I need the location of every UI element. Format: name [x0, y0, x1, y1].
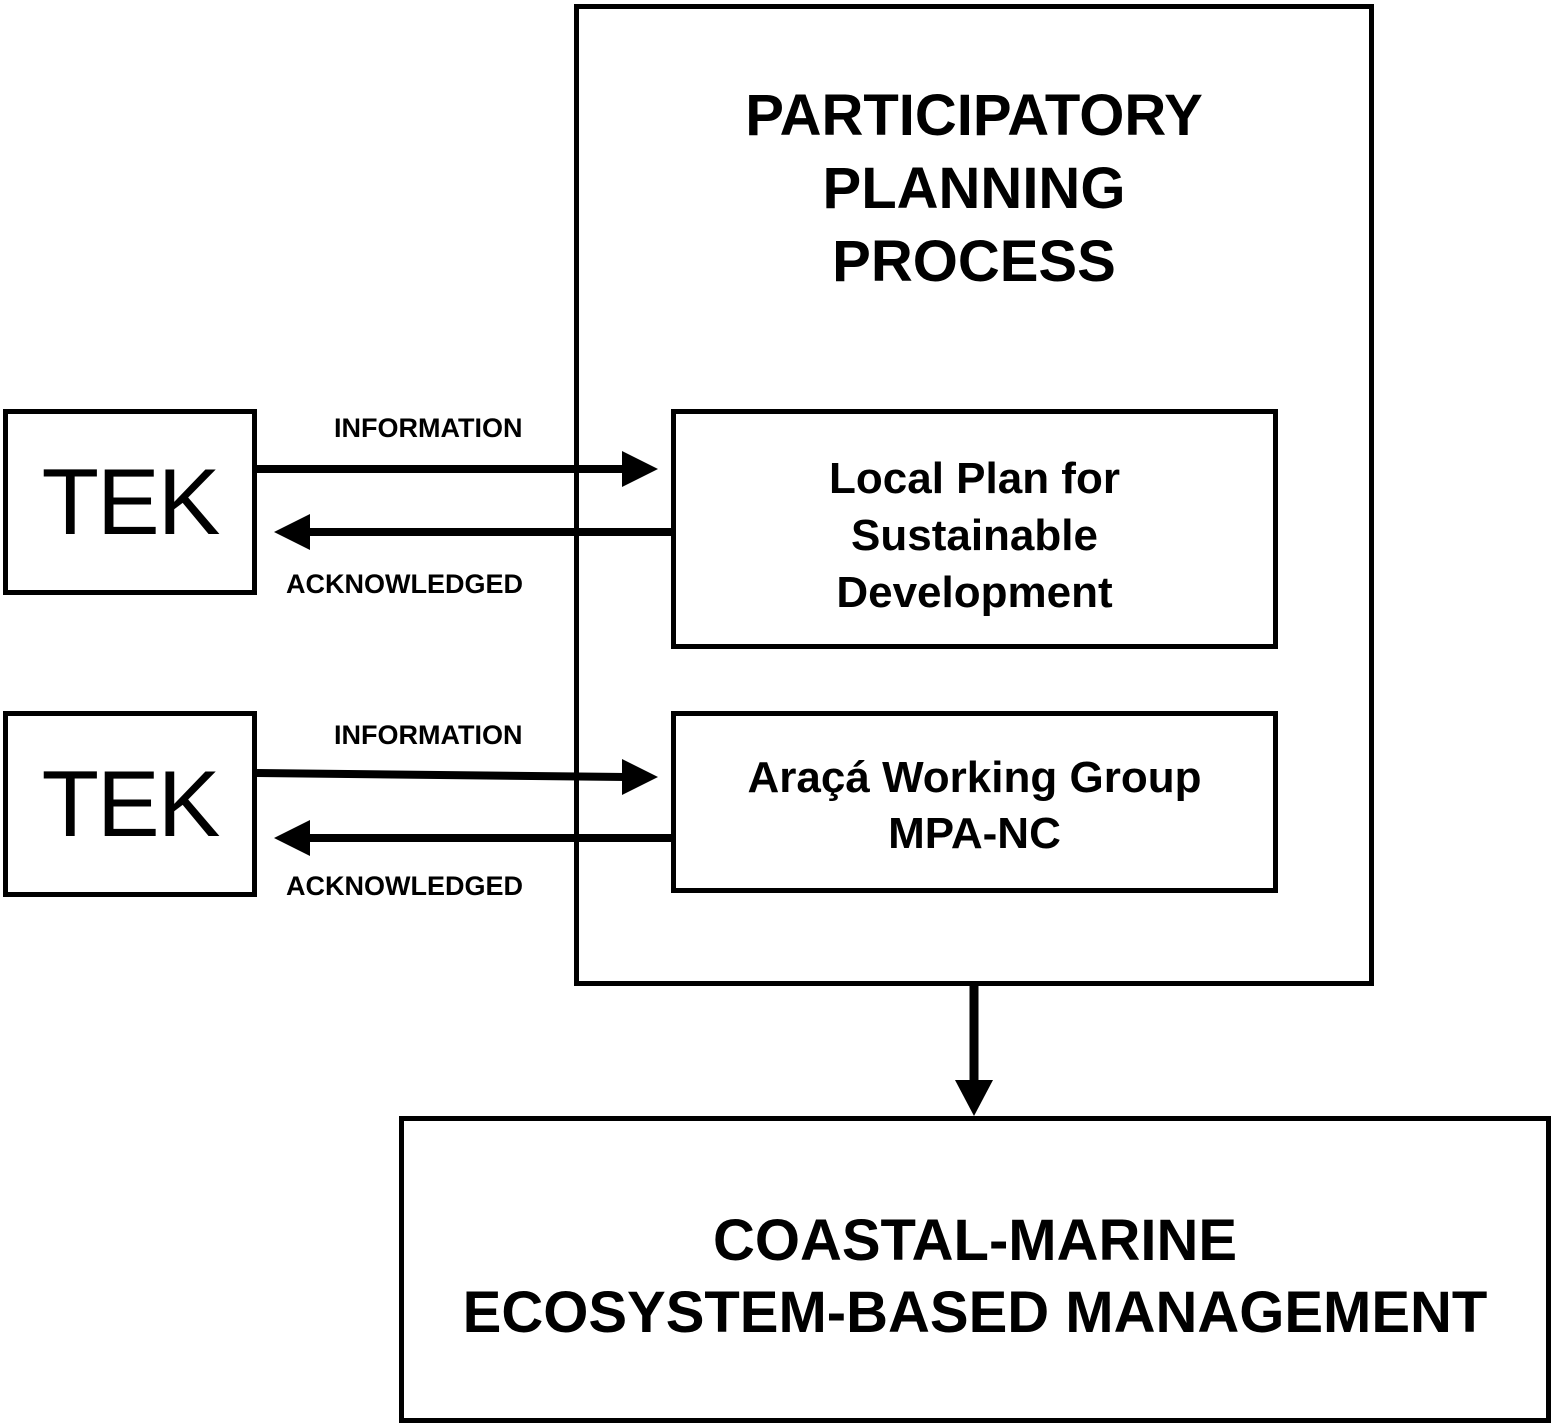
- local-plan-line-1: Local Plan for: [829, 454, 1120, 503]
- title-line-2: PLANNING: [822, 156, 1126, 221]
- down-arrow: [955, 986, 993, 1116]
- acknowledged-arrow-1: [274, 514, 671, 550]
- local-plan-text: Local Plan for Sustainable Development: [676, 450, 1273, 621]
- local-plan-line-2: Sustainable: [851, 511, 1098, 560]
- local-plan-line-3: Development: [836, 568, 1113, 617]
- outcome-line-2: ECOSYSTEM-BASED MANAGEMENT: [462, 1280, 1488, 1345]
- information-arrow-1: [257, 451, 658, 487]
- araca-line-1: Araçá Working Group: [747, 753, 1202, 802]
- participatory-planning-process-title: PARTICIPATORY PLANNING PROCESS: [579, 79, 1369, 298]
- araca-line-2: MPA-NC: [888, 809, 1061, 858]
- acknowledged-label-2: ACKNOWLEDGED: [286, 871, 523, 901]
- araca-working-group-box: Araçá Working Group MPA-NC: [671, 711, 1278, 893]
- tek-box-1: TEK: [3, 409, 257, 595]
- acknowledged-label-1: ACKNOWLEDGED: [286, 569, 523, 599]
- outcome-line-1: COASTAL-MARINE: [712, 1208, 1238, 1273]
- outcome-text: COASTAL-MARINE ECOSYSTEM-BASED MANAGEMEN…: [404, 1205, 1546, 1349]
- coastal-marine-management-box: COASTAL-MARINE ECOSYSTEM-BASED MANAGEMEN…: [399, 1116, 1551, 1423]
- acknowledged-arrow-2: [274, 820, 671, 856]
- title-line-3: PROCESS: [832, 229, 1116, 294]
- tek-box-2: TEK: [3, 711, 257, 897]
- local-plan-box: Local Plan for Sustainable Development: [671, 409, 1278, 649]
- information-arrow-2: [256, 759, 658, 795]
- araca-text: Araçá Working Group MPA-NC: [676, 750, 1273, 862]
- tek-label-1: TEK: [41, 449, 221, 554]
- tek-label-2: TEK: [41, 751, 221, 856]
- participatory-planning-process-box: PARTICIPATORY PLANNING PROCESS: [574, 4, 1374, 986]
- information-label-2: INFORMATION: [334, 720, 523, 750]
- title-line-1: PARTICIPATORY: [745, 83, 1203, 148]
- information-label-1: INFORMATION: [334, 413, 523, 443]
